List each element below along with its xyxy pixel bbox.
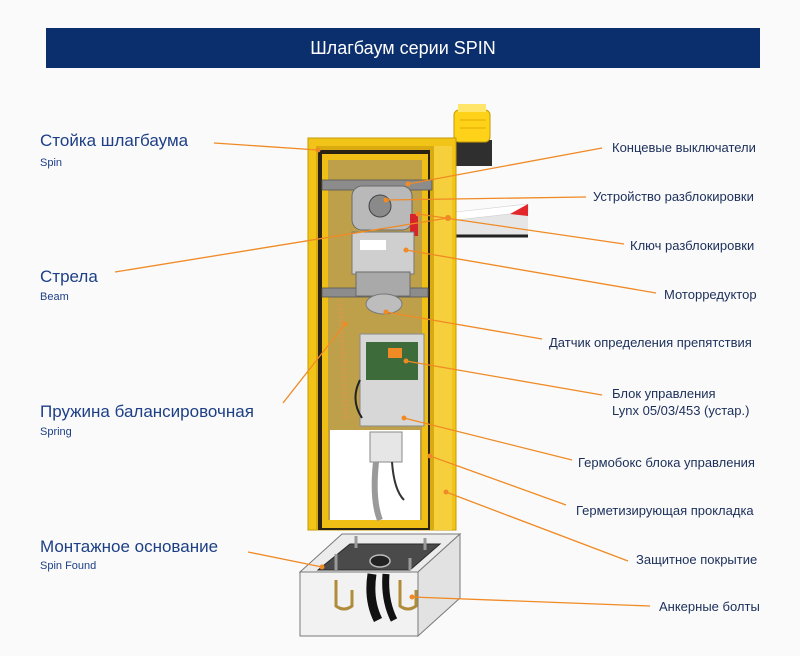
dot-gearmotor (403, 247, 409, 253)
leader-line-control-box (403, 417, 573, 461)
label-gearmotor: Моторредуктор (664, 287, 757, 302)
dot-control-unit (403, 358, 409, 364)
mounting-base-illustration (298, 532, 462, 638)
label-control-unit-model: Lynx 05/03/453 (устар.) (612, 403, 750, 418)
dot-unlock-key (415, 211, 421, 217)
label-control-box: Гермобокс блока управления (578, 455, 755, 470)
dot-mounting-base (319, 564, 325, 570)
label-beam: Стрела (40, 267, 98, 286)
label-control-unit: Блок управления (612, 386, 716, 401)
leader-line-unlock-device (385, 196, 587, 201)
leader-line-gearmotor (405, 249, 657, 294)
leader-line-beam (114, 217, 449, 273)
label-beam-sub: Beam (40, 291, 69, 303)
label-gasket: Герметизирующая прокладка (576, 503, 754, 518)
dot-anchor-bolts (409, 594, 415, 600)
dot-limit-switches (405, 181, 411, 187)
leader-line-stand (213, 142, 319, 151)
dot-gasket (427, 453, 433, 459)
dot-protective-coating (443, 489, 449, 495)
leader-line-spring (282, 323, 346, 404)
dot-obstacle-sensor (383, 309, 389, 315)
label-stand-sub: Spin (40, 157, 63, 169)
leader-line-obstacle-sensor (385, 311, 543, 340)
leader-line-protective-coating (445, 491, 629, 562)
page-title: Шлагбаум серии SPIN (46, 28, 760, 68)
dot-spring (342, 321, 348, 327)
dot-unlock-device (383, 197, 389, 203)
leader-line-gasket (429, 455, 567, 506)
label-unlock-key: Ключ разблокировки (630, 238, 755, 253)
leader-line-mounting-base (247, 551, 323, 568)
leader-line-limit-switches (407, 147, 603, 185)
leader-lines (114, 142, 657, 607)
label-protective-coating: Защитное покрытие (636, 552, 758, 567)
label-limit-switches: Концевые выключатели (612, 140, 756, 155)
beam-illustration (455, 203, 529, 238)
label-stand: Стойка шлагбаума (40, 131, 189, 150)
label-spring-sub: Spring (40, 426, 72, 438)
label-obstacle-sensor: Датчик определения препятствия (549, 335, 752, 350)
dot-beam (445, 215, 451, 221)
leader-line-unlock-key (417, 213, 625, 245)
dot-stand (315, 147, 321, 153)
leader-line-anchor-bolts (411, 596, 651, 607)
label-unlock-device: Устройство разблокировки (593, 189, 754, 204)
leader-dots (315, 147, 451, 600)
label-mounting-base-sub: Spin Found (40, 560, 97, 572)
mechanism-illustration (321, 179, 433, 522)
label-mounting-base: Монтажное основание (40, 537, 219, 556)
dot-control-box (401, 415, 407, 421)
label-spring: Пружина балансировочная (40, 402, 254, 421)
leader-line-control-unit (405, 360, 603, 396)
label-anchor-bolts: Анкерные болты (659, 599, 760, 614)
